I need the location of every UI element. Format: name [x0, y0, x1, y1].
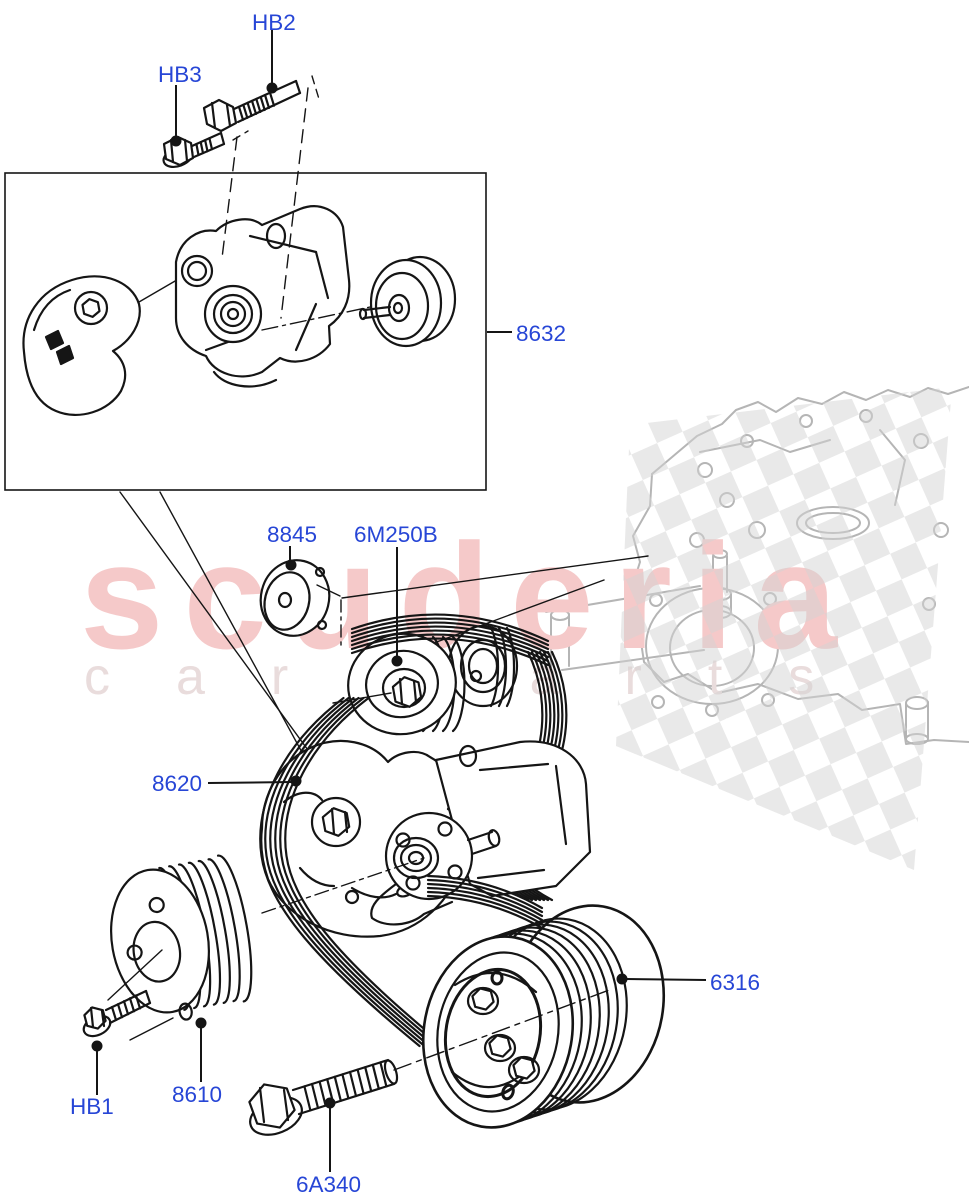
belt-top-run: [350, 613, 550, 667]
callout-8610[interactable]: 8610: [172, 1082, 222, 1107]
callout-8845[interactable]: 8845: [267, 522, 317, 547]
callout-leaders: [91, 30, 707, 1172]
bolt-6a340: [248, 1058, 399, 1136]
pulley-cluster: [332, 624, 519, 736]
checker-flag-pattern: [616, 387, 952, 870]
callout-8632[interactable]: 8632: [516, 321, 566, 346]
belt-left-run: [259, 696, 446, 1048]
callout-6m250b[interactable]: 6M250B: [354, 522, 438, 547]
water-pump-pulley-8610: [107, 854, 253, 1041]
inset-pointer-lines: [119, 491, 341, 795]
bolt-hb2: [202, 79, 302, 133]
crankshaft-pulley-6316: [393, 874, 666, 1129]
mount-bracket-installed: [344, 740, 592, 926]
belt-crank-wrap: [426, 874, 544, 930]
tensioner-body: [22, 275, 183, 416]
callout-8620[interactable]: 8620: [152, 771, 202, 796]
inset-box-8632: [4, 172, 487, 491]
idler-pulley-exploded: [358, 255, 457, 348]
bolt-hb3: [162, 131, 226, 168]
bolt-hb1: [82, 989, 152, 1038]
callout-hb2[interactable]: HB2: [252, 10, 296, 35]
callout-6a340[interactable]: 6A340: [296, 1172, 361, 1197]
callout-hb3[interactable]: HB3: [158, 62, 202, 87]
tensioner-bracket: [174, 205, 351, 388]
callout-6316[interactable]: 6316: [710, 970, 760, 995]
tensioner-cap-8845: [259, 559, 342, 651]
callout-labels: HB2 HB3 8632 8845 6M250B 8620 6316 HB1 8…: [70, 10, 760, 1197]
callout-hb1[interactable]: HB1: [70, 1094, 114, 1119]
bolt-install-dashes: [221, 75, 320, 319]
water-pump-pulley-installed: [332, 632, 457, 736]
